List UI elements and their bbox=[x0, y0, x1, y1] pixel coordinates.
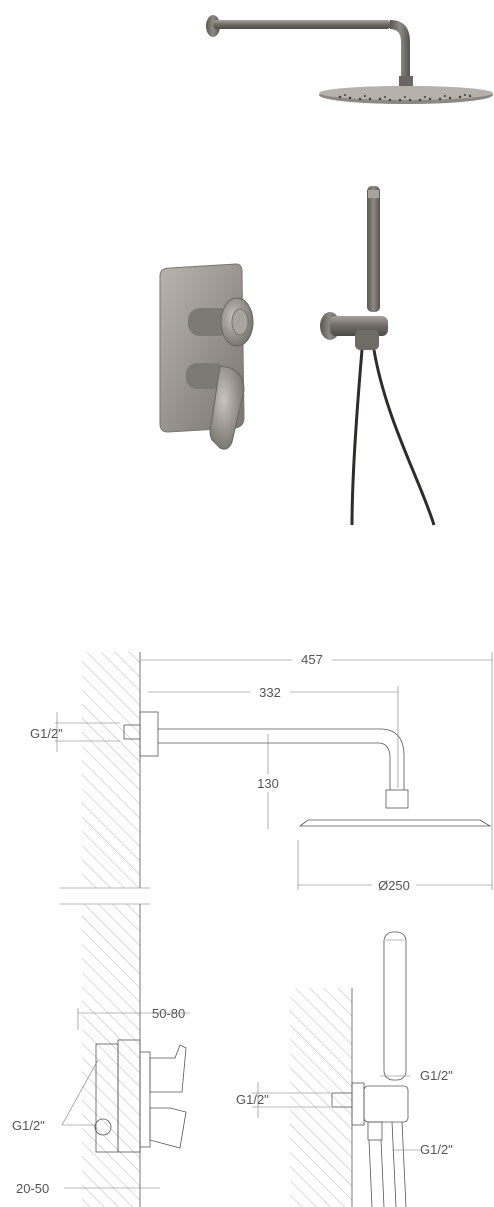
dim-inlet-top: G1/2" bbox=[30, 726, 63, 741]
dim-mixer-recess: 20-50 bbox=[16, 1181, 49, 1196]
dim-holder-outlet: G1/2" bbox=[420, 1068, 453, 1083]
dim-head-diameter: Ø250 bbox=[378, 878, 410, 893]
dim-arm-length: 332 bbox=[259, 685, 281, 700]
hand-shower-icon bbox=[320, 186, 436, 526]
dim-holder-inlet-left: G1/2" bbox=[236, 1092, 269, 1107]
dim-hose-connection: G1/2" bbox=[420, 1142, 453, 1157]
dim-mixer-depth: 50-80 bbox=[152, 1006, 185, 1021]
technical-drawing-overhead: 457 332 G1/2" 130 Ø250 bbox=[30, 650, 493, 905]
dim-mixer-inlets: G1/2" bbox=[12, 1118, 45, 1133]
dim-drop-height: 130 bbox=[257, 776, 279, 791]
dim-total-projection: 457 bbox=[301, 652, 323, 667]
concealed-mixer-icon bbox=[159, 263, 254, 450]
technical-drawing-hand-shower: G1/2" G1/2" G1/2" bbox=[236, 931, 453, 1207]
technical-drawing-mixer: 50-80 G1/2" 20-50 bbox=[12, 904, 190, 1207]
rain-shower-head-icon bbox=[206, 15, 493, 104]
